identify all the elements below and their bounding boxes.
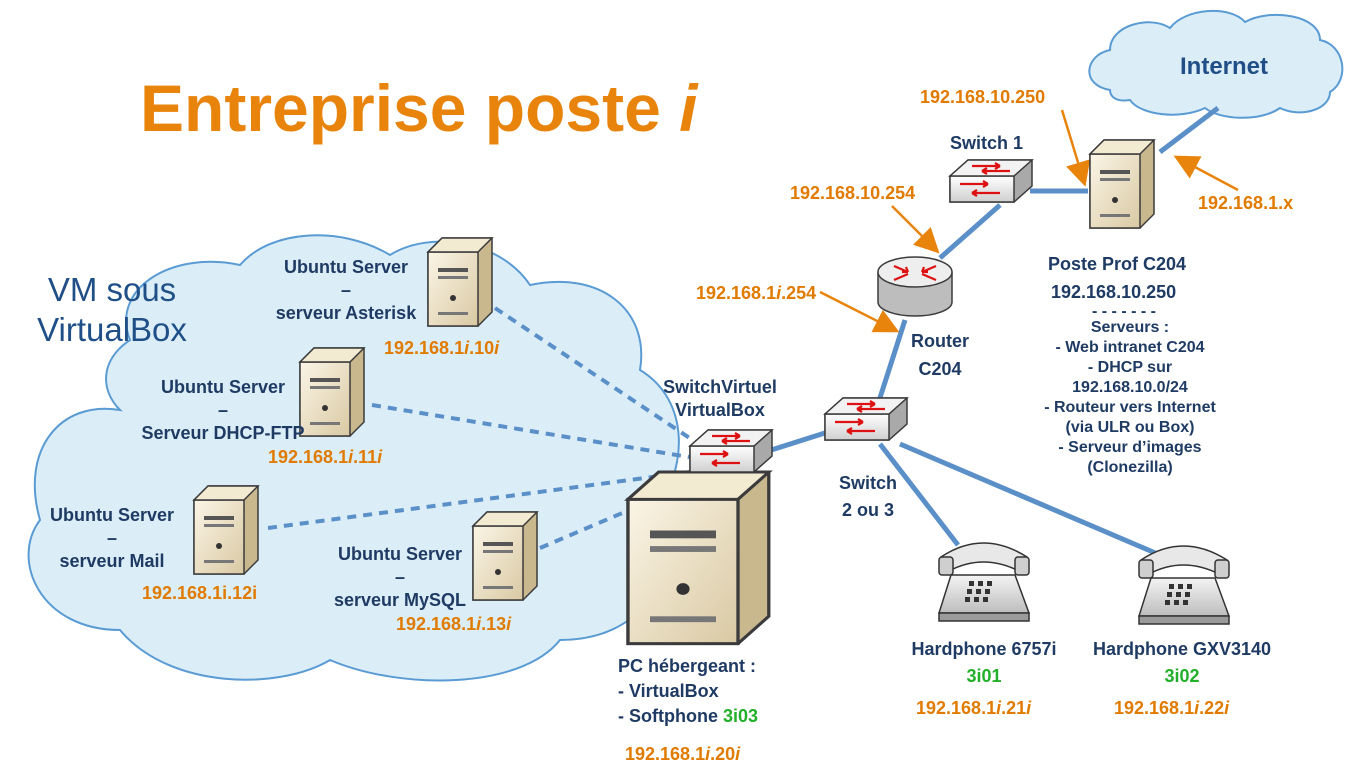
mysql-label: Ubuntu Server – serveur MySQL — [324, 543, 476, 612]
service-line: Serveurs : — [1090, 319, 1170, 336]
hardphone1-ip: 192.168.1i.21i — [916, 698, 1032, 718]
mysql-ip: 192.168.1i.13i — [396, 614, 512, 634]
pc-host-label: PC hébergeant : - VirtualBox - Softphone… — [618, 654, 758, 729]
poste-prof-server-icon — [1089, 139, 1155, 229]
mysql-line1: Ubuntu Server — [337, 544, 463, 564]
vm-cloud-title: VM sous VirtualBox — [22, 270, 202, 350]
hardphone2-ip: 192.168.1i.22i — [1114, 698, 1230, 718]
mysql-line2: – — [394, 567, 405, 587]
switch23-label: Switch 2 ou 3 — [834, 472, 902, 522]
mail-line2: – — [106, 528, 117, 548]
pc-host-line1: PC hébergeant : — [618, 656, 757, 676]
mail-ip: 192.168.1i.12i — [142, 583, 258, 603]
switch23-line2: 2 ou 3 — [841, 500, 894, 520]
hardphone1-ext: 3i01 — [966, 666, 1002, 686]
hardphone2-icon — [1138, 545, 1230, 625]
mail-label: Ubuntu Server – serveur Mail — [36, 504, 188, 573]
page-title: Entreprise poste i — [140, 71, 698, 145]
hardphone2-ext: 3i02 — [1164, 666, 1200, 686]
asterisk-server-icon — [427, 237, 493, 327]
hardphone1-name: Hardphone 6757i — [911, 639, 1057, 659]
vm-title-line2: VirtualBox — [37, 311, 187, 348]
asterisk-label: Ubuntu Server – serveur Asterisk — [262, 256, 430, 325]
internet-label: Internet — [1180, 53, 1269, 80]
ip-pointer-arrows — [819, 109, 1239, 333]
solid-links — [764, 106, 1220, 558]
switch23-line1: Switch — [838, 473, 897, 493]
switch-virtuel-icon — [688, 428, 774, 474]
hardphone1-label: Hardphone 6757i 3i01 — [900, 638, 1068, 688]
hardphone1-icon — [938, 542, 1030, 622]
asterisk-line2: – — [340, 280, 351, 300]
dhcp-line2: – — [217, 400, 228, 420]
asterisk-line3: serveur Asterisk — [275, 303, 417, 323]
poste-prof-ip-left: 192.168.10.250 — [920, 87, 1046, 107]
router-label-line1: Router — [911, 331, 969, 351]
router-label: Router C204 — [907, 330, 973, 381]
asterisk-ip: 192.168.1i.10i — [384, 338, 500, 358]
mail-line3: serveur Mail — [59, 551, 165, 571]
service-line: - DHCP sur 192.168.10.0/24 — [1072, 359, 1188, 396]
service-line: (via ULR ou Box) — [1065, 419, 1195, 436]
mysql-server-icon — [472, 511, 538, 601]
internet-cloud — [1088, 10, 1344, 119]
pc-host-icon — [626, 470, 771, 646]
router-label-line2: C204 — [918, 359, 962, 379]
switch1-ip: 192.168.10.254 — [790, 183, 916, 203]
dhcp-line3: Serveur DHCP-FTP — [141, 423, 305, 443]
dhcp-label: Ubuntu Server – Serveur DHCP-FTP — [108, 376, 338, 445]
hardphone2-label: Hardphone GXV3140 3i02 — [1082, 638, 1282, 688]
switch-virtuel-label: SwitchVirtuel VirtualBox — [652, 376, 788, 422]
softphone-ext: 3i03 — [722, 706, 759, 726]
pc-host-ip: 192.168.1i.20i — [625, 744, 741, 764]
dhcp-line1: Ubuntu Server — [160, 377, 286, 397]
switch-virtuel-line2: VirtualBox — [675, 400, 765, 420]
poste-prof-name: Poste Prof C204 — [1048, 254, 1187, 274]
poste-prof-address: 192.168.10.250 — [1051, 282, 1177, 302]
switch1-icon — [948, 158, 1034, 204]
poste-prof-ip-right: 192.168.1.x — [1198, 193, 1294, 213]
poste-prof-services: Serveurs : - Web intranet C204 - DHCP su… — [1030, 318, 1230, 478]
pc-host-line3: - Softphone 3i03 — [618, 706, 759, 726]
service-line: - Web intranet C204 — [1055, 339, 1205, 356]
service-line: - Routeur vers Internet — [1044, 399, 1216, 416]
mail-server-icon — [193, 485, 259, 575]
vm-title-line1: VM sous — [47, 271, 177, 308]
switch1-label: Switch 1 — [950, 133, 1024, 153]
mysql-line3: serveur MySQL — [333, 590, 467, 610]
router-icon — [877, 256, 953, 317]
mail-line1: Ubuntu Server — [49, 505, 175, 525]
router-ip: 192.168.1i.254 — [696, 283, 817, 303]
dhcp-ip: 192.168.1i.11i — [268, 447, 383, 467]
poste-prof-separator: - - - - - - - — [1092, 303, 1156, 320]
switch-virtuel-line1: SwitchVirtuel — [663, 377, 777, 397]
asterisk-line1: Ubuntu Server — [283, 257, 409, 277]
switch23-icon — [823, 396, 909, 442]
service-line: - Serveur d’images — [1058, 439, 1202, 456]
service-line: (Clonezilla) — [1087, 459, 1173, 476]
pc-host-line2: - VirtualBox — [618, 681, 719, 701]
hardphone2-name: Hardphone GXV3140 — [1092, 639, 1272, 659]
